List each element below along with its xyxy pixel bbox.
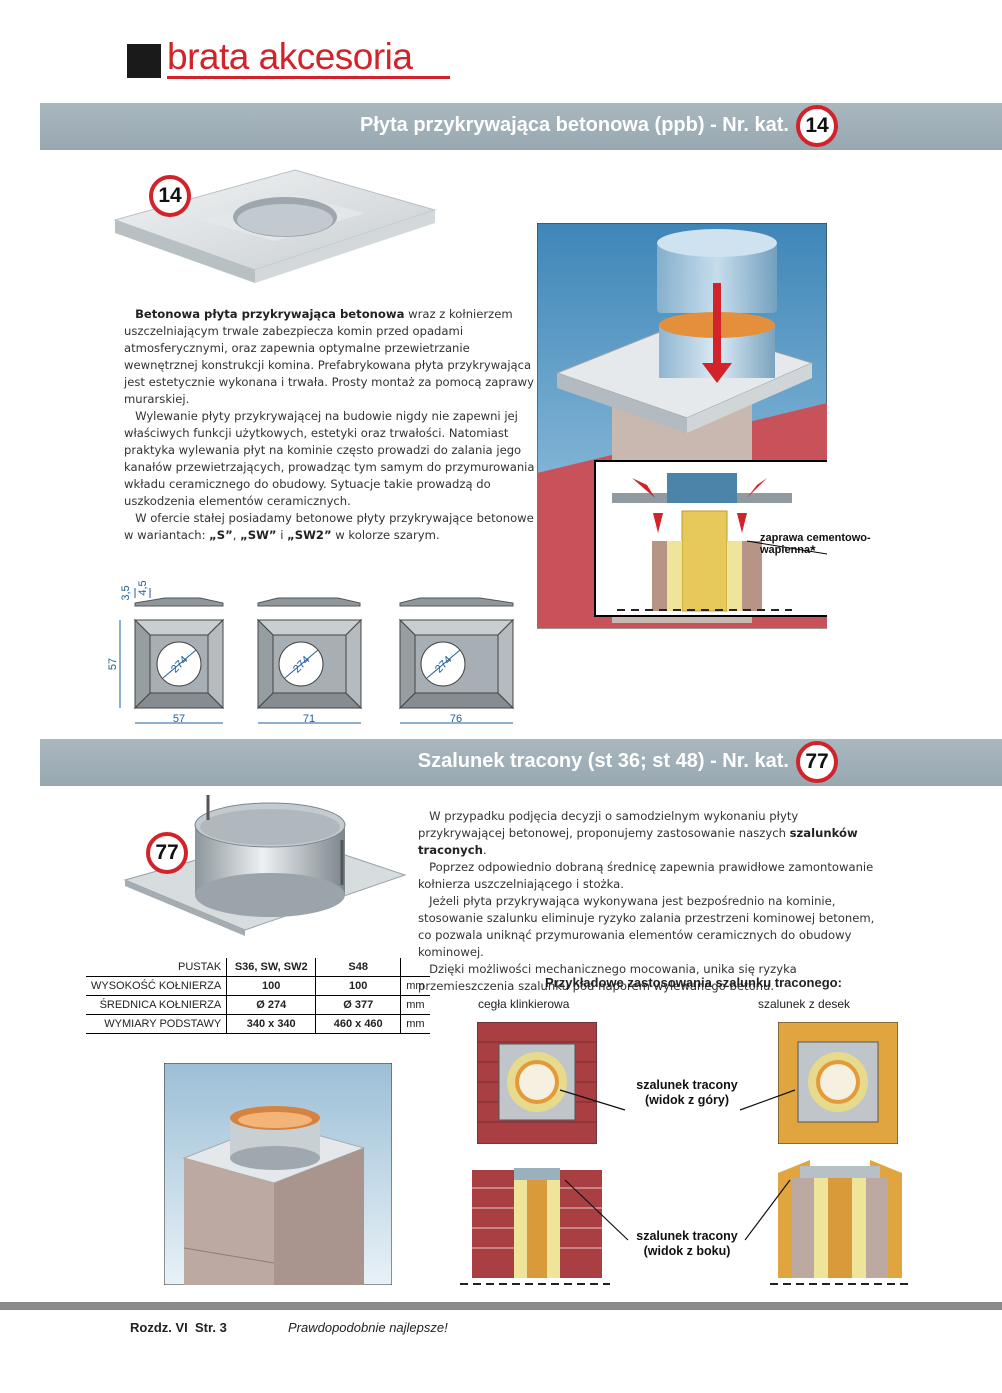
- mortar-callout-text: zaprawa cementowo-wapienna: [760, 532, 871, 556]
- brand-underline: [167, 76, 450, 79]
- callout-top-view: szalunek tracony (widok z góry): [612, 1078, 762, 1108]
- section2-p4: Dzięki możliwości mechanicznego mocowani…: [418, 962, 797, 993]
- dim-width-s: 57: [173, 713, 185, 725]
- dim-width-sw: 71: [303, 713, 315, 725]
- formwork-ring-image: [123, 795, 407, 936]
- spec-row-label: ŚREDNICA KOŁNIERZA: [99, 999, 222, 1011]
- boards-top-view: [778, 1022, 898, 1144]
- section1-text: Betonowa płyta przykrywająca betonowa wr…: [124, 306, 536, 544]
- spec-header-label: PUSTAK: [178, 961, 222, 973]
- dim-thickness-2: 4,5: [137, 580, 149, 595]
- brick-top-view: [477, 1022, 597, 1144]
- spec-row: WYMIARY PODSTAWY 340 x 340 460 x 460 mm: [86, 1014, 430, 1034]
- spec-row-label: WYSOKOŚĆ KOŁNIERZA: [91, 980, 222, 992]
- section2-title: Szalunek tracony (st 36; st 48) - Nr. ka…: [417, 750, 789, 772]
- section2-badge: 77: [796, 741, 838, 783]
- dim-thickness-1: 3,5: [120, 585, 132, 600]
- section2-p3: Jeżeli płyta przykrywająca wykonywana je…: [418, 894, 875, 959]
- example-label-brick: cegła klinkierowa: [478, 997, 570, 1011]
- boards-side-view: [770, 1160, 910, 1285]
- product-badge-77: 77: [146, 832, 188, 874]
- callout-leader-lines: [559, 1089, 796, 1241]
- mortar-callout: zaprawa cementowo-wapienna*: [760, 532, 892, 558]
- section1-title: Płyta przykrywająca betonowa (ppb) - Nr.…: [359, 114, 789, 136]
- callout-side-line1: szalunek tracony: [636, 1229, 738, 1243]
- spec-row: ŚREDNICA KOŁNIERZA Ø 274 Ø 377 mm: [86, 995, 430, 1015]
- section1-p1: wraz z kołnierzem uszczelniającym trwale…: [124, 307, 534, 406]
- section1-p2: Wylewanie płyty przykrywającej na budowi…: [124, 409, 535, 508]
- section1-p3: W ofercie stałej posiadamy betonowe płyt…: [124, 511, 534, 542]
- brand-name: brata akcesoria: [167, 36, 413, 77]
- spec-header-row: PUSTAK S36, SW, SW2 S48: [86, 958, 430, 977]
- callout-side-view: szalunek tracony (widok z boku): [612, 1229, 762, 1259]
- spec-cell: Ø 274: [226, 995, 316, 1015]
- spec-cell: Ø 377: [315, 995, 401, 1015]
- callout-top-line2: (widok z góry): [644, 1093, 730, 1107]
- spec-table: PUSTAK S36, SW, SW2 S48 WYSOKOŚĆ KOŁNIER…: [86, 958, 430, 1034]
- spec-cell: 340 x 340: [226, 1014, 316, 1034]
- spec-cell: 460 x 460: [315, 1014, 401, 1034]
- section2-text: W przypadku podjęcia decyzji o samodziel…: [418, 808, 880, 995]
- section2-p1-end: .: [482, 843, 487, 857]
- variant-sep-1: ,: [232, 528, 241, 542]
- concrete-plate-image: [113, 169, 437, 283]
- brick-side-view: [460, 1168, 610, 1285]
- spec-unit: mm: [400, 976, 430, 996]
- brand-square: [127, 44, 161, 78]
- spec-row: WYSOKOŚĆ KOŁNIERZA 100 100 mm: [86, 976, 430, 996]
- spec-unit: mm: [400, 995, 430, 1015]
- section1-header-bar: Płyta przykrywająca betonowa (ppb) - Nr.…: [40, 103, 1002, 150]
- footer-bar: [0, 1302, 1002, 1310]
- footer-page-ref: Rozdz. VI Str. 3: [130, 1320, 227, 1335]
- dim-width-sw2: 76: [450, 713, 462, 725]
- spec-cell: 100: [315, 976, 401, 996]
- mortar-callout-star: *: [810, 542, 816, 558]
- variant-sw: „SW”: [240, 528, 277, 542]
- spec-header-s36: S36, SW, SW2: [226, 958, 316, 977]
- spec-cell: 100: [226, 976, 316, 996]
- callout-top-line1: szalunek tracony: [636, 1078, 738, 1092]
- section1-p3-end: w kolorze szarym.: [331, 528, 440, 542]
- examples-title: Przykładowe zastosowania szalunku tracon…: [545, 975, 842, 990]
- section2-p1: W przypadku podjęcia decyzji o samodziel…: [418, 809, 799, 840]
- section2-p2: Poprzez odpowiednio dobraną średnicę zap…: [418, 860, 874, 891]
- variant-sep-2: i: [276, 528, 288, 542]
- dim-height: 57: [108, 658, 119, 670]
- spec-unit: mm: [400, 1014, 430, 1034]
- example-label-boards: szalunek z desek: [758, 997, 851, 1011]
- spec-header-unit: [400, 958, 430, 977]
- spec-header-s48: S48: [315, 958, 401, 977]
- variant-sw2: „SW2”: [287, 528, 332, 542]
- section2-p1-bold: szalunków traconych: [418, 826, 858, 857]
- section1-badge: 14: [796, 105, 838, 147]
- spec-row-label: WYMIARY PODSTAWY: [104, 1018, 222, 1030]
- chimney-installation-illustration: [537, 223, 827, 629]
- variant-s: „S”: [209, 528, 233, 542]
- callout-side-line2: (widok z boku): [643, 1244, 731, 1258]
- plate-variants-drawing: 3,5 4,5 57 57 71 76 274 274 274: [108, 580, 515, 725]
- product-badge-14: 14: [149, 175, 191, 217]
- section1-p1-bold: Betonowa płyta przykrywająca betonowa: [135, 307, 405, 321]
- footer-slogan: Prawdopodobnie najlepsze!: [288, 1320, 448, 1335]
- section2-header-bar: Szalunek tracony (st 36; st 48) - Nr. ka…: [40, 739, 1002, 786]
- chimney-formwork-render: [164, 1063, 392, 1285]
